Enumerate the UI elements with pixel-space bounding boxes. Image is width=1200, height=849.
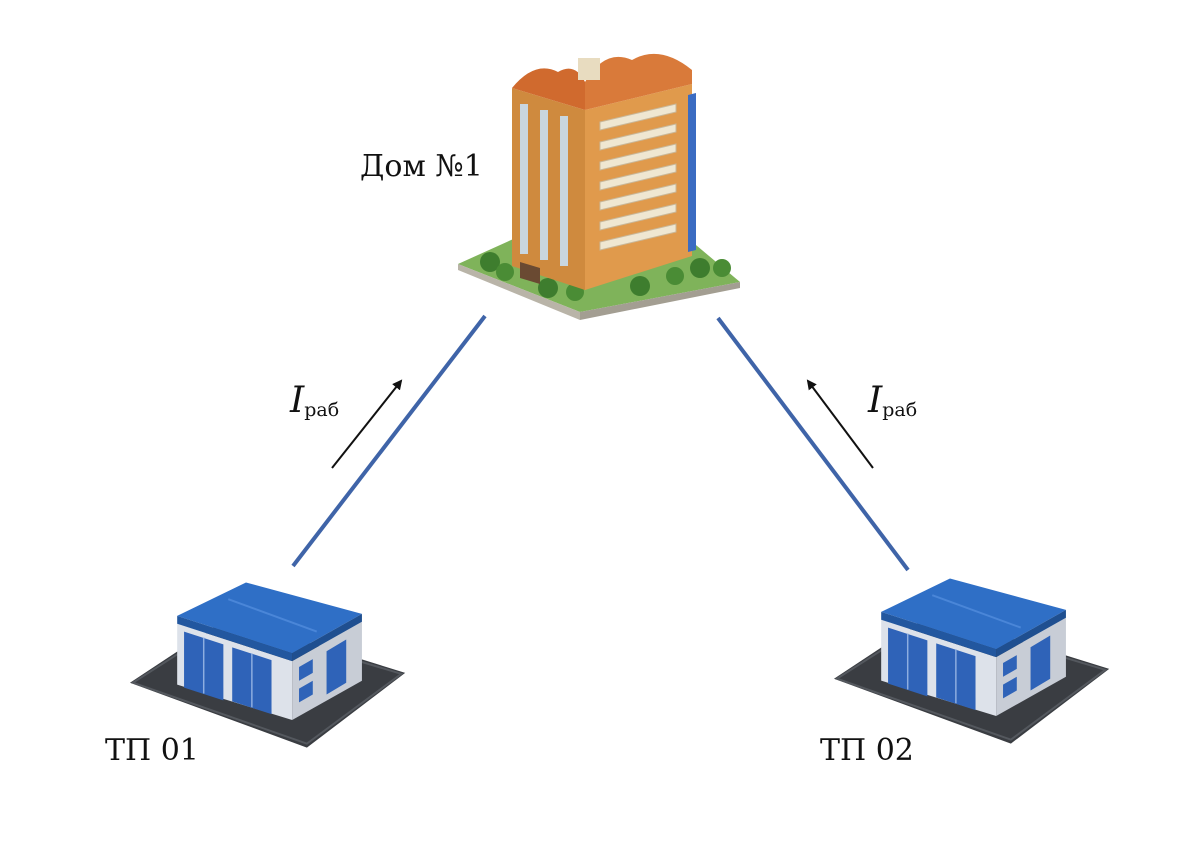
substation-tp2-icon bbox=[834, 578, 1111, 745]
apartment-building-icon bbox=[458, 53, 740, 320]
current-arrow-right bbox=[806, 379, 874, 469]
current-label-right: Iраб bbox=[867, 380, 917, 421]
house-label: Дом №1 bbox=[360, 149, 483, 184]
tp2-label: ТП 02 bbox=[820, 733, 914, 768]
current-arrow-left bbox=[331, 379, 403, 469]
line-tp1-house bbox=[291, 314, 487, 568]
current-label-left: Iраб bbox=[289, 380, 339, 421]
tp1-label: ТП 01 bbox=[105, 733, 199, 768]
substation-tp1-icon bbox=[130, 582, 407, 749]
line-tp2-house bbox=[716, 316, 910, 572]
